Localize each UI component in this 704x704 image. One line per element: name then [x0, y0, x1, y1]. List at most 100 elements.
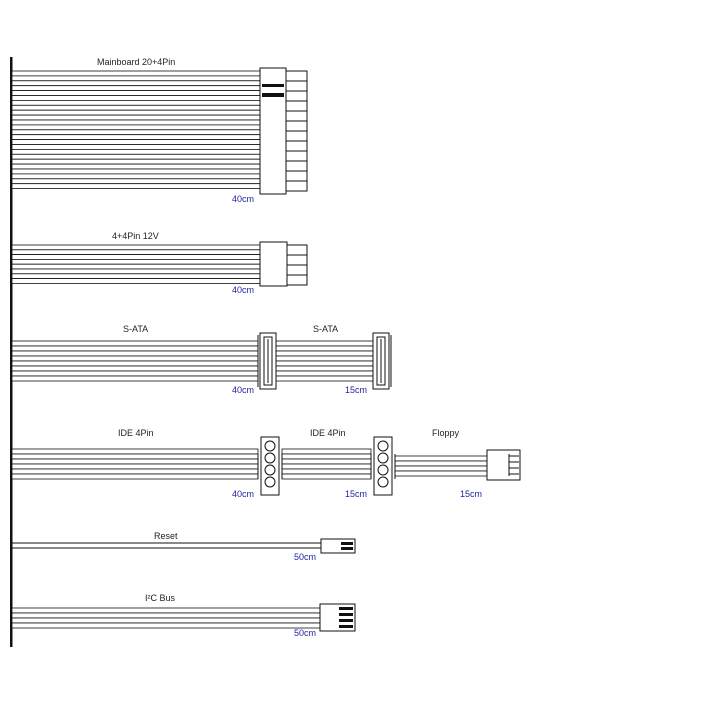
cpu-label: 4+4Pin 12V — [112, 231, 159, 241]
mainboard-wire — [11, 124, 261, 131]
mainboard-wire — [11, 114, 261, 121]
ide-length-1: 40cm — [232, 489, 254, 499]
mainboard-wire — [11, 129, 261, 136]
i2c-length: 50cm — [294, 628, 316, 638]
mainboard-wire — [11, 85, 261, 91]
mainboard-label: Mainboard 20+4Pin — [97, 57, 175, 67]
cpu-wire — [11, 244, 261, 251]
sata-wire — [11, 365, 259, 372]
sata-wire — [275, 375, 374, 382]
mainboard-wires — [11, 70, 261, 189]
sata-wires — [11, 340, 374, 382]
ide-wire — [281, 473, 372, 480]
mainboard-pin — [285, 70, 308, 82]
mainboard-pin — [285, 110, 308, 122]
mainboard-wire — [11, 148, 261, 155]
sata-wire — [275, 340, 374, 347]
sata-wire — [275, 355, 374, 362]
ide-connector-1 — [257, 436, 283, 496]
reset-label: Reset — [154, 531, 178, 541]
cpu-wire — [11, 268, 261, 275]
i2c-wire — [11, 612, 321, 619]
floppy-wire — [394, 470, 488, 477]
mainboard-wire — [11, 80, 261, 87]
mainboard-wire — [11, 90, 261, 96]
mainboard-length: 40cm — [232, 194, 254, 204]
cpu-wire — [11, 249, 261, 256]
mainboard-pin — [285, 170, 308, 182]
cpu-wire — [11, 254, 261, 260]
ide-wire — [11, 473, 259, 480]
mainboard-wire — [11, 139, 261, 145]
mainboard-wire — [11, 173, 261, 180]
mainboard-wire — [11, 158, 261, 165]
mainboard-pin — [285, 130, 308, 142]
cpu-pin — [286, 254, 308, 266]
ide-wire — [281, 453, 372, 460]
mainboard-wire — [11, 183, 261, 189]
cpu-connector-housing — [259, 241, 288, 287]
sata-wire — [275, 370, 374, 377]
cpu-wire — [11, 278, 261, 284]
ide-cable: IDE 4Pin 40cm IDE 4Pin 15cm Floppy 15cm — [11, 428, 521, 499]
mainboard-wire — [11, 109, 261, 116]
ide-wire — [11, 463, 259, 470]
ide-length-2: 15cm — [345, 489, 367, 499]
mainboard-pin — [285, 140, 308, 152]
mainboard-pins — [285, 70, 308, 192]
sata-wire — [275, 345, 374, 352]
sata-wire — [11, 360, 259, 367]
mainboard-cable: Mainboard 20+4Pin 40cm — [11, 57, 308, 204]
reset-cable: Reset 50cm — [11, 531, 356, 562]
mainboard-latch-mark-1 — [262, 84, 284, 87]
floppy-length: 15cm — [460, 489, 482, 499]
mainboard-pin — [285, 120, 308, 132]
mainboard-wire — [11, 134, 261, 140]
mainboard-pin — [285, 150, 308, 162]
i2c-label: I²C Bus — [145, 593, 176, 603]
mainboard-connector-housing — [259, 67, 287, 195]
cpu-pins — [286, 244, 308, 286]
mainboard-wire — [11, 100, 261, 106]
ide-wire — [281, 463, 372, 470]
mainboard-pin — [285, 80, 308, 92]
sata-wire — [11, 375, 259, 382]
sata-length-1: 40cm — [232, 385, 254, 395]
sata-wire — [11, 340, 259, 347]
mainboard-wire — [11, 70, 261, 77]
ide-wire — [11, 453, 259, 460]
sata-connector-2 — [372, 332, 392, 390]
ide-connector-2 — [370, 436, 396, 496]
mainboard-wire — [11, 153, 261, 160]
cpu-pin — [286, 264, 308, 276]
sata-wire — [11, 350, 259, 357]
floppy-wire — [394, 455, 488, 462]
sata-wire — [11, 370, 259, 377]
sata-connector-1 — [257, 332, 277, 390]
ide-wire — [11, 448, 259, 455]
floppy-wire — [394, 460, 488, 467]
cpu-wire — [11, 273, 261, 279]
mainboard-wire — [11, 95, 261, 101]
reset-connector — [320, 538, 356, 554]
mainboard-pin — [285, 90, 308, 102]
sata-wire — [275, 360, 374, 367]
ide-wire — [11, 468, 259, 475]
ide-wire — [281, 468, 372, 475]
mainboard-wire — [11, 163, 261, 170]
sata-label-1: S-ATA — [123, 324, 148, 334]
ide-label-2: IDE 4Pin — [310, 428, 346, 438]
mainboard-wire — [11, 75, 261, 82]
psu-housing-edge — [10, 57, 13, 647]
ide-wire — [11, 458, 259, 465]
reset-length: 50cm — [294, 552, 316, 562]
cpu-pin — [286, 244, 308, 256]
floppy-label: Floppy — [432, 428, 460, 438]
sata-wire — [275, 365, 374, 372]
mainboard-pin — [285, 180, 308, 192]
mainboard-latch-mark-2 — [262, 93, 284, 97]
sata-length-2: 15cm — [345, 385, 367, 395]
cpu-wire — [11, 258, 261, 265]
cpu-wire — [11, 263, 261, 270]
